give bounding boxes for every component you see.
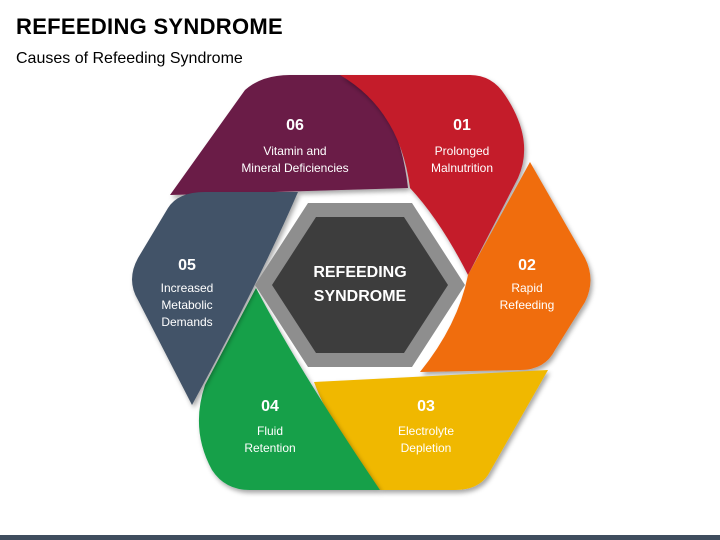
segment-05-line1: Increased — [161, 281, 214, 295]
segment-05-number: 05 — [178, 257, 196, 274]
segment-06-line2: Mineral Deficiencies — [241, 161, 348, 175]
center-label-line2: SYNDROME — [314, 288, 407, 305]
segment-01-label: 01 Prolonged Malnutrition — [431, 117, 493, 175]
segment-04-shape — [198, 288, 380, 490]
segment-03-line2: Depletion — [401, 441, 452, 455]
segment-02-line2: Refeeding — [500, 298, 555, 312]
segment-03-label: 03 Electrolyte Depletion — [398, 398, 454, 455]
segment-04-line2: Retention — [244, 441, 295, 455]
segment-06-label: 06 Vitamin and Mineral Deficiencies — [241, 117, 348, 175]
segment-01-line2: Malnutrition — [431, 161, 493, 175]
segment-05-line3: Demands — [161, 315, 212, 329]
page-title: REFEEDING SYNDROME — [16, 14, 283, 39]
segment-04-line1: Fluid — [257, 424, 283, 438]
center-hexagon-inner — [272, 217, 448, 353]
segment-05-line2: Metabolic — [161, 298, 212, 312]
segment-02-shape — [420, 162, 591, 372]
segment-03-line1: Electrolyte — [398, 424, 454, 438]
segment-04-label: 04 Fluid Retention — [244, 398, 295, 455]
segment-03-number: 03 — [417, 398, 435, 415]
page-subtitle: Causes of Refeeding Syndrome — [16, 50, 243, 67]
segment-01-line1: Prolonged — [435, 144, 490, 158]
segment-05-label: 05 Increased Metabolic Demands — [161, 257, 214, 329]
segment-06-number: 06 — [286, 117, 304, 134]
segment-02-label: 02 Rapid Refeeding — [500, 257, 555, 312]
segment-04-number: 04 — [261, 398, 279, 415]
segment-02-number: 02 — [518, 257, 536, 274]
bottom-bar — [0, 535, 720, 540]
segment-02-line1: Rapid — [511, 281, 542, 295]
segment-01-shape — [340, 75, 525, 275]
segment-06-line1: Vitamin and — [263, 144, 326, 158]
center-label-line1: REFEEDING — [313, 264, 406, 281]
segment-05-shape — [132, 192, 298, 405]
segment-06-shape — [170, 75, 408, 195]
segment-01-number: 01 — [453, 117, 471, 134]
segment-03-shape — [314, 370, 548, 490]
